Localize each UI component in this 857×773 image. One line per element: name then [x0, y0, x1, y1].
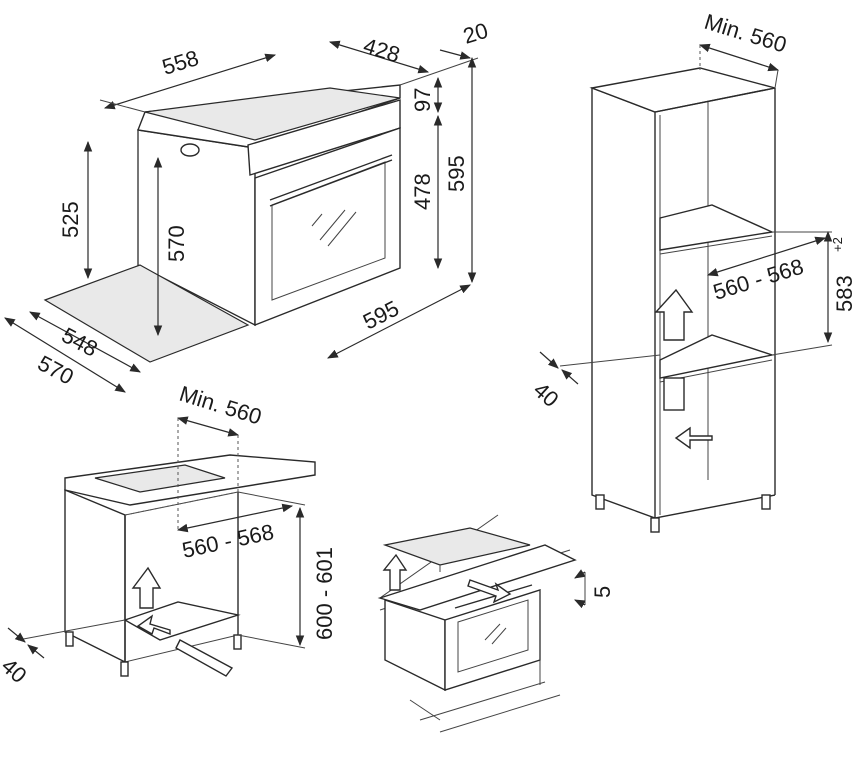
hob-combo-drawing: 5 [377, 514, 615, 733]
dim-panel-height: 97 [410, 88, 435, 112]
dim-width: 595 [359, 296, 403, 335]
dim-line-top-depth [103, 53, 277, 110]
dim-front-depth: 428 [361, 33, 403, 68]
oven-handle [269, 154, 393, 201]
airflow-in-arrow [136, 614, 171, 636]
tall-gap: 40 [529, 377, 564, 412]
cabinet-upper-shelf [659, 204, 775, 251]
cabinet-foot [650, 517, 660, 533]
dim-line-front-depth [328, 40, 430, 74]
cabinet-foot [595, 494, 605, 510]
tall-niche-height: 583 [832, 275, 857, 312]
oven-drawing: 558 428 20 97 478 595 525 570 595 548 57… [4, 18, 491, 393]
oven-door [254, 127, 401, 327]
combo-hob [382, 527, 531, 566]
oven-side-hole [180, 143, 200, 157]
tall-niche-width: 560 - 568 [710, 254, 806, 305]
airflow-in-arrow [674, 426, 713, 450]
airflow-up-arrow [131, 566, 162, 609]
airflow-out-arrow [467, 579, 512, 604]
under-niche-height: 600 - 601 [312, 547, 337, 640]
under-min-width: Min. 560 [177, 381, 265, 430]
under-niche-width: 560 - 568 [180, 519, 276, 563]
airflow-up-arrow [382, 553, 408, 591]
tall-niche-tolerance: +2 [830, 237, 845, 252]
hob-cutout [94, 464, 226, 493]
tall-cabinet-drawing: Min. 560 560 - 568 583 +2 40 [529, 9, 857, 533]
dim-base-width: 570 [34, 350, 78, 389]
dim-door-thickness: 20 [460, 18, 491, 49]
combo-oven-door [444, 589, 541, 691]
under-gap: 40 [0, 653, 32, 688]
airflow-up-arrow [654, 288, 694, 341]
under-counter-drawing: Min. 560 560 - 568 600 - 601 40 [0, 381, 337, 688]
under-cabinet-side [64, 488, 126, 664]
combo-oven-body [384, 599, 446, 692]
cabinet-side [591, 86, 656, 520]
cabinet-lower-shelf [659, 334, 775, 379]
combo-gap: 5 [590, 586, 615, 598]
dim-body-height: 525 [58, 201, 83, 238]
dim-top-depth: 558 [159, 45, 201, 80]
dim-inner-height: 570 [164, 225, 189, 262]
vent-slot [175, 639, 234, 677]
dim-total-height: 595 [444, 155, 469, 192]
combo-worktop [377, 544, 577, 611]
dim-door-height: 478 [410, 173, 435, 210]
cabinet-foot [761, 494, 771, 510]
vent-slot [663, 377, 685, 411]
